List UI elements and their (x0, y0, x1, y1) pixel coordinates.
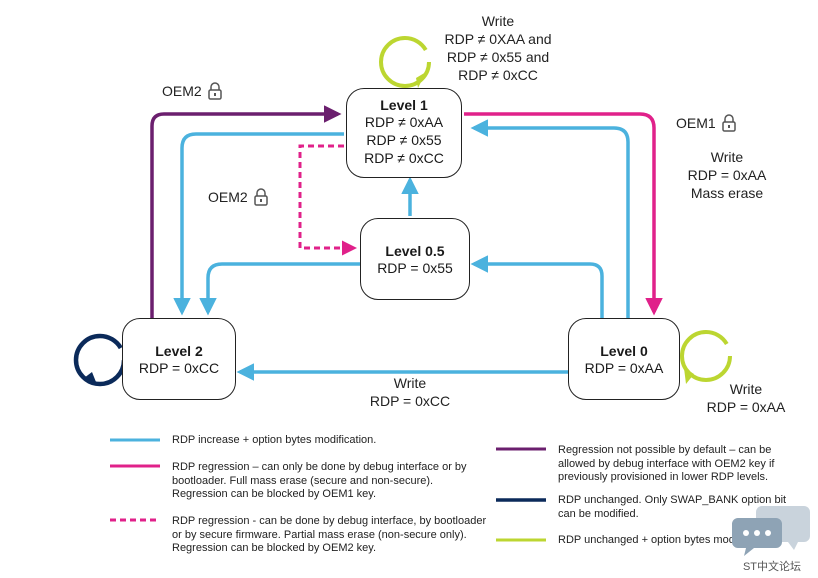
lock-icon (721, 114, 736, 132)
label-right-write-2: RDP = 0xAA (687, 167, 767, 183)
oem2-mid-label: OEM2 (208, 189, 248, 205)
state-level2-title: Level 2 (155, 343, 203, 359)
legend-item-magenta: RDP regression – can only be done by deb… (172, 461, 484, 502)
state-level0-title: Level 0 (600, 343, 648, 359)
legend-text-blue: RDP increase + option bytes modification… (172, 434, 377, 446)
state-level2-line1: RDP = 0xCC (138, 360, 220, 376)
label-bottom-write-1: Write (393, 375, 427, 391)
legend-text-lime: RDP unchanged + option bytes modificatio… (558, 534, 776, 546)
legend-text-magenta-dashed: RDP regression - can be done by debug in… (172, 515, 487, 554)
chat-bubble-icon (732, 506, 810, 556)
state-level05-line1: RDP = 0x55 (377, 260, 453, 276)
legend-item-blue: RDP increase + option bytes modification… (172, 434, 376, 448)
state-level05-title: Level 0.5 (385, 243, 445, 259)
label-top-write-2: RDP ≠ 0XAA and (444, 31, 552, 47)
legend-item-magenta-dashed: RDP regression - can be done by debug in… (172, 515, 490, 556)
legend-item-navy: RDP unchanged. Only SWAP_BANK option bit… (558, 494, 798, 521)
arrow-level0-to-level1 (470, 119, 630, 318)
lime-self-loop-level1 (379, 36, 431, 88)
legend-text-navy: RDP unchanged. Only SWAP_BANK option bit… (558, 494, 787, 520)
state-level2: Level 2 RDP = 0xCC (122, 318, 236, 400)
label-top-write: Write RDP ≠ 0XAA and RDP ≠ 0x55 and RDP … (428, 12, 568, 84)
label-top-write-4: RDP ≠ 0xCC (458, 67, 538, 83)
oem1-label: OEM1 (676, 115, 716, 131)
arrow-level1-to-level05-dashed (298, 144, 357, 256)
state-level1: Level 1 RDP ≠ 0xAA RDP ≠ 0x55 RDP ≠ 0xCC (346, 88, 462, 178)
label-level0-write-2: RDP = 0xAA (706, 399, 786, 415)
legend-item-purple: Regression not possible by default – can… (558, 444, 798, 485)
legend-text-purple: Regression not possible by default – can… (558, 444, 775, 483)
arrow-level05-to-level2 (199, 262, 360, 316)
legend-item-lime: RDP unchanged + option bytes modificatio… (558, 534, 775, 548)
state-level0-line1: RDP = 0xAA (584, 360, 664, 376)
state-level1-line3: RDP ≠ 0xCC (364, 150, 444, 166)
st-forum-watermark: ST中文论坛 (732, 502, 812, 574)
oem2-top: OEM2 (162, 82, 222, 100)
watermark-text: ST中文论坛 (742, 561, 802, 573)
state-level1-line1: RDP ≠ 0xAA (364, 114, 444, 130)
arrow-level1-to-level2 (173, 132, 344, 316)
oem2-mid: OEM2 (208, 188, 268, 206)
state-level1-line2: RDP ≠ 0x55 (366, 132, 442, 148)
label-right-write: Write RDP = 0xAA Mass erase (672, 148, 782, 202)
oem2-top-label: OEM2 (162, 83, 202, 99)
oem1: OEM1 (676, 114, 736, 132)
state-level1-title: Level 1 (380, 97, 428, 113)
label-right-write-1: Write (710, 149, 744, 165)
state-level0: Level 0 RDP = 0xAA (568, 318, 680, 400)
arrow-level1-to-level0-magenta (464, 112, 663, 316)
label-top-write-3: RDP ≠ 0x55 and (446, 49, 550, 65)
navy-self-loop-level2 (73, 333, 127, 387)
label-level0-write-1: Write (729, 381, 763, 397)
lock-icon (253, 188, 268, 206)
label-right-write-3: Mass erase (690, 185, 764, 201)
lime-self-loop-level0 (680, 330, 732, 384)
state-level05: Level 0.5 RDP = 0x55 (360, 218, 470, 300)
arrow-level2-to-level1-purple (150, 105, 342, 318)
legend-text-magenta: RDP regression – can only be done by deb… (172, 461, 467, 500)
lock-icon (207, 82, 222, 100)
label-bottom-write: Write RDP = 0xCC (360, 374, 460, 410)
label-top-write-1: Write (481, 13, 515, 29)
arrow-level0-to-level05 (470, 255, 604, 318)
label-level0-write: Write RDP = 0xAA (698, 380, 794, 416)
label-bottom-write-2: RDP = 0xCC (369, 393, 451, 409)
